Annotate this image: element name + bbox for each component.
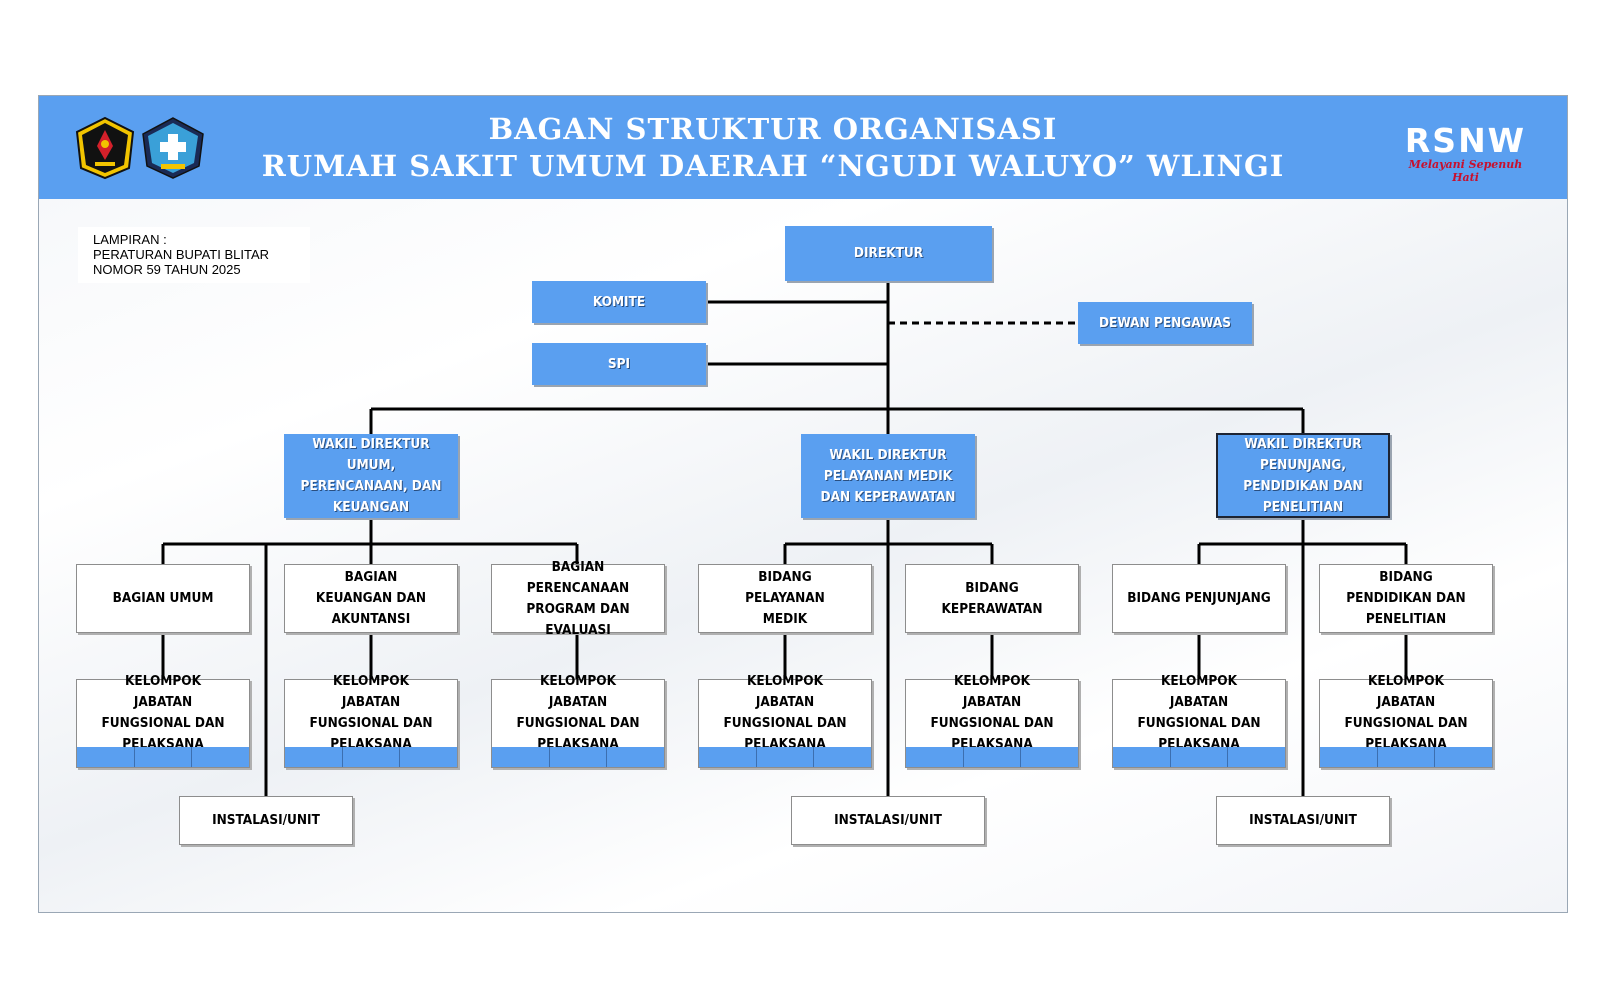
node-wadir-pelayanan: WAKIL DIREKTUR PELAYANAN MEDIK DAN KEPER… <box>801 434 975 518</box>
node-direktur: DIREKTUR <box>785 226 992 281</box>
lampiran-note: LAMPIRAN : PERATURAN BUPATI BLITAR NOMOR… <box>78 227 310 283</box>
node-spi: SPI <box>532 343 706 385</box>
kelompok-cells <box>1113 747 1286 767</box>
node-kelompok-jabatan: KELOMPOK JABATAN FUNGSIONAL DAN PELAKSAN… <box>76 673 250 768</box>
kabupaten-blitar-logo-icon <box>75 116 135 180</box>
node-dewan-pengawas: DEWAN PENGAWAS <box>1078 302 1252 344</box>
kelompok-cells <box>1320 747 1493 767</box>
lampiran-line3: NOMOR 59 TAHUN 2025 <box>93 262 241 277</box>
chart-title-line1: BAGAN STRUKTUR ORGANISASI <box>488 112 1058 146</box>
kelompok-cells <box>492 747 665 767</box>
kelompok-cells <box>906 747 1079 767</box>
node-kelompok-jabatan-label: KELOMPOK JABATAN FUNGSIONAL DAN PELAKSAN… <box>723 673 847 752</box>
node-wadir-umum-label: WAKIL DIREKTUR UMUM, PERENCANAAN, DAN KE… <box>300 436 442 515</box>
node-bagian-keuangan: BAGIAN KEUANGAN DAN AKUNTANSI <box>284 564 458 633</box>
kelompok-cells <box>285 747 458 767</box>
node-spi-label: SPI <box>607 355 631 372</box>
chart-title-line2: RUMAH SAKIT UMUM DAERAH “NGUDI WALUYO” W… <box>261 149 1285 183</box>
node-instalasi-unit: INSTALASI/UNIT <box>791 796 985 845</box>
node-kelompok-jabatan-label: KELOMPOK JABATAN FUNGSIONAL DAN PELAKSAN… <box>1137 673 1261 752</box>
node-komite: KOMITE <box>532 281 706 323</box>
node-bidang-pendidikan-label: BIDANG PENDIDIKAN DAN PENELITIAN <box>1346 569 1466 627</box>
node-wadir-penunjang-label: WAKIL DIREKTUR PENUNJANG, PENDIDIKAN DAN… <box>1243 435 1363 515</box>
org-chart-frame: BAGAN STRUKTUR ORGANISASI RUMAH SAKIT UM… <box>38 95 1568 913</box>
node-kelompok-jabatan-label: KELOMPOK JABATAN FUNGSIONAL DAN PELAKSAN… <box>930 673 1054 752</box>
node-kelompok-jabatan: KELOMPOK JABATAN FUNGSIONAL DAN PELAKSAN… <box>698 673 872 768</box>
node-bagian-perencanaan: BAGIAN PERENCANAAN PROGRAM DAN EVALUASI <box>491 559 665 638</box>
node-bidang-pelayanan-label: BIDANG PELAYANAN MEDIK <box>745 569 825 627</box>
node-kelompok-jabatan: KELOMPOK JABATAN FUNGSIONAL DAN PELAKSAN… <box>1319 673 1493 768</box>
kelompok-cells <box>77 747 250 767</box>
header-banner: BAGAN STRUKTUR ORGANISASI RUMAH SAKIT UM… <box>39 96 1567 199</box>
node-bagian-umum-label: BAGIAN UMUM <box>112 590 214 606</box>
node-instalasi-unit: INSTALASI/UNIT <box>179 796 353 845</box>
node-kelompok-jabatan-label: KELOMPOK JABATAN FUNGSIONAL DAN PELAKSAN… <box>101 673 225 752</box>
node-kelompok-jabatan: KELOMPOK JABATAN FUNGSIONAL DAN PELAKSAN… <box>1112 673 1286 768</box>
node-instalasi-unit-label: INSTALASI/UNIT <box>834 812 942 828</box>
lampiran-line2: PERATURAN BUPATI BLITAR <box>93 247 270 262</box>
node-kelompok-jabatan-label: KELOMPOK JABATAN FUNGSIONAL DAN PELAKSAN… <box>516 673 640 752</box>
rsnw-brand-text: RSNW <box>1404 121 1527 160</box>
kelompok-cells <box>699 747 872 767</box>
connector-lines <box>161 281 1408 796</box>
node-instalasi-unit-label: INSTALASI/UNIT <box>212 812 320 828</box>
node-bidang-penunjang: BIDANG PENJUNJANG <box>1112 564 1286 633</box>
node-wadir-pelayanan-label: WAKIL DIREKTUR PELAYANAN MEDIK DAN KEPER… <box>820 446 956 505</box>
node-kelompok-jabatan: KELOMPOK JABATAN FUNGSIONAL DAN PELAKSAN… <box>491 673 665 768</box>
node-instalasi-unit: INSTALASI/UNIT <box>1216 796 1390 845</box>
node-wadir-umum: WAKIL DIREKTUR UMUM, PERENCANAAN, DAN KE… <box>284 434 458 518</box>
node-bagian-perencanaan-label: BAGIAN PERENCANAAN PROGRAM DAN EVALUASI <box>526 558 630 638</box>
node-direktur-label: DIREKTUR <box>853 245 924 261</box>
node-bagian-keuangan-label: BAGIAN KEUANGAN DAN AKUNTANSI <box>315 569 427 627</box>
node-kelompok-jabatan-label: KELOMPOK JABATAN FUNGSIONAL DAN PELAKSAN… <box>309 673 433 752</box>
node-dewan-pengawas-label: DEWAN PENGAWAS <box>1098 314 1232 331</box>
node-bidang-penunjang-label: BIDANG PENJUNJANG <box>1127 590 1271 606</box>
node-bagian-umum: BAGIAN UMUM <box>76 564 250 633</box>
node-kelompok-jabatan: KELOMPOK JABATAN FUNGSIONAL DAN PELAKSAN… <box>284 673 458 768</box>
node-wadir-penunjang: WAKIL DIREKTUR PENUNJANG, PENDIDIKAN DAN… <box>1216 433 1390 518</box>
rsnw-brand-logo: RSNW Melayani Sepenuh Hati <box>1398 121 1533 185</box>
rsnw-tagline: Melayani Sepenuh Hati <box>1408 158 1523 184</box>
rsud-logo-icon <box>142 117 204 179</box>
node-komite-label: KOMITE <box>592 293 646 310</box>
node-bidang-pelayanan: BIDANG PELAYANAN MEDIK <box>698 564 872 633</box>
node-bidang-keperawatan: BIDANG KEPERAWATAN <box>905 564 1079 633</box>
node-instalasi-unit-label: INSTALASI/UNIT <box>1249 812 1357 828</box>
node-kelompok-jabatan: KELOMPOK JABATAN FUNGSIONAL DAN PELAKSAN… <box>905 673 1079 768</box>
node-bidang-keperawatan-label: BIDANG KEPERAWATAN <box>941 579 1043 617</box>
lampiran-line1: LAMPIRAN : <box>93 232 167 247</box>
node-bidang-pendidikan: BIDANG PENDIDIKAN DAN PENELITIAN <box>1319 564 1493 633</box>
node-kelompok-jabatan-label: KELOMPOK JABATAN FUNGSIONAL DAN PELAKSAN… <box>1344 673 1468 752</box>
